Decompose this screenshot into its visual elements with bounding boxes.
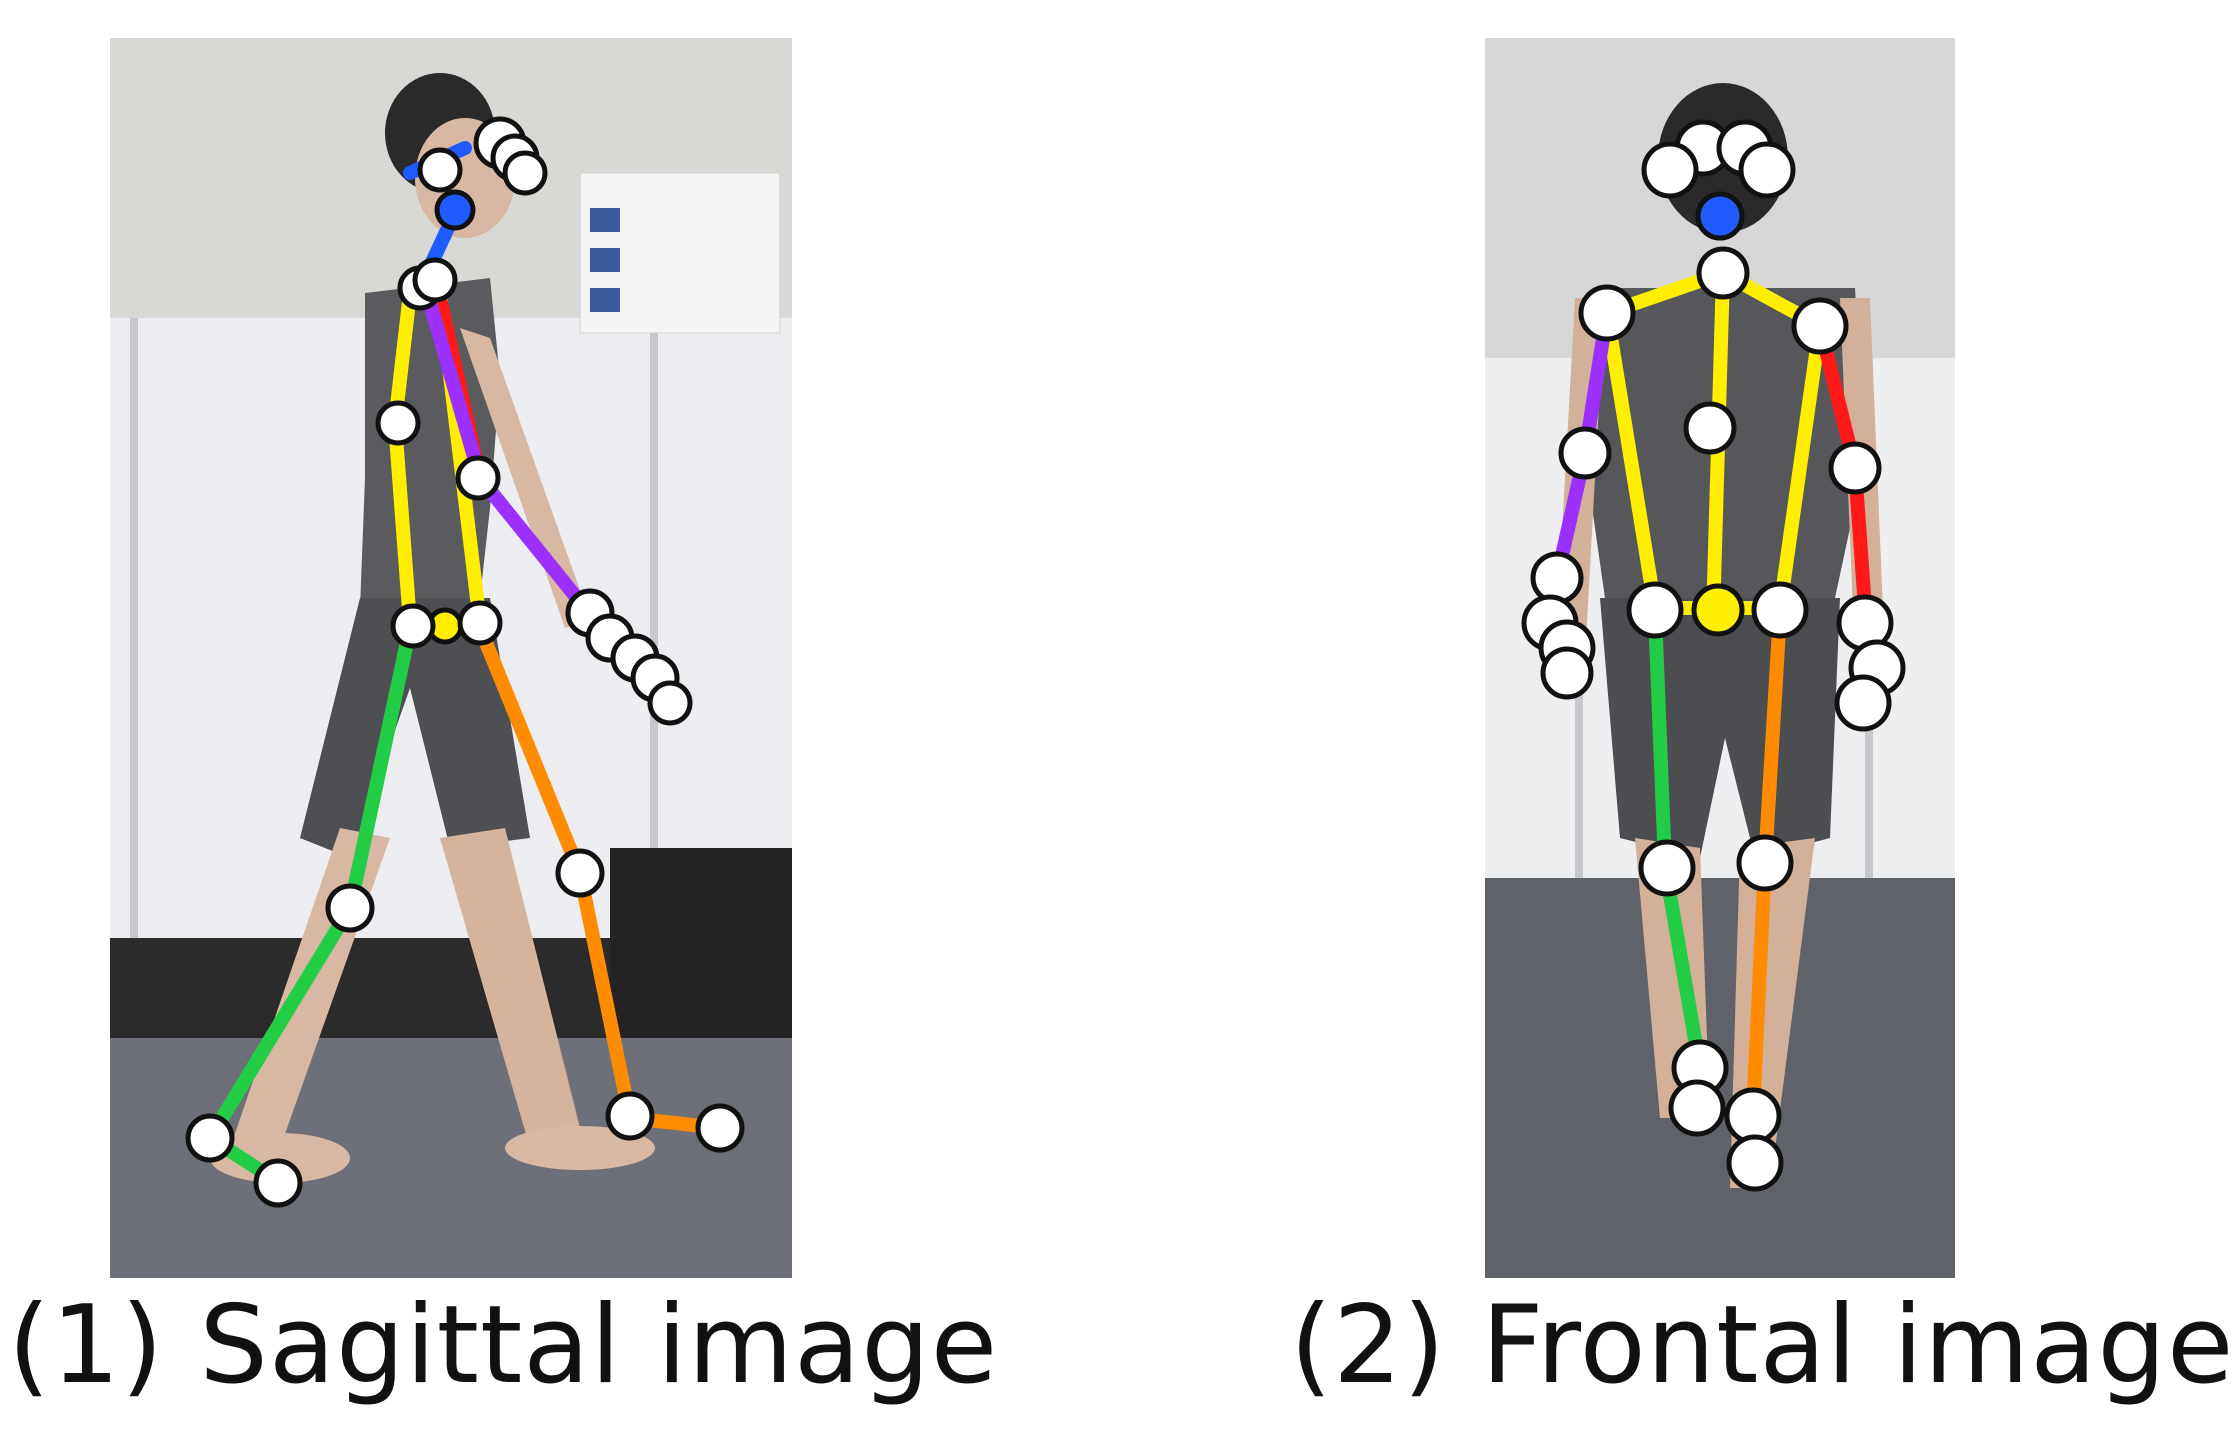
- knee-joint: [1736, 834, 1794, 892]
- eye-joint: [417, 147, 463, 193]
- hip-joint: [390, 603, 436, 649]
- shoulder-joint: [1578, 284, 1636, 342]
- shoulder-joint: [412, 257, 458, 303]
- ear-joint: [1738, 141, 1796, 199]
- pelvis-joint: [1691, 583, 1745, 637]
- poster-icon: [590, 208, 620, 232]
- frontal-image-panel: [1485, 38, 1955, 1278]
- equipment-stack: [610, 848, 792, 1048]
- shoulder-center-joint: [1696, 246, 1750, 300]
- foot-joint: [1668, 1079, 1726, 1137]
- hand-joint: [1834, 674, 1892, 732]
- wrist-joint: [1530, 551, 1584, 605]
- knee-joint: [325, 883, 375, 933]
- hip-joint: [1751, 581, 1809, 639]
- keypoint-joints: [1521, 119, 1906, 1192]
- toe-joint: [253, 1158, 303, 1208]
- elbow-joint: [1558, 426, 1612, 480]
- poster-icon: [590, 288, 620, 312]
- sagittal-image-panel: [110, 38, 792, 1278]
- sagittal-photo: [110, 38, 792, 1278]
- hip-joint: [457, 600, 503, 646]
- neck-joint: [434, 189, 476, 231]
- ankle-joint: [1724, 1087, 1782, 1145]
- ankle-joint: [185, 1113, 235, 1163]
- ankle-joint: [605, 1091, 655, 1141]
- hip-joint: [1626, 581, 1684, 639]
- partition-frame: [130, 318, 138, 968]
- ear-joint: [1641, 141, 1699, 199]
- hand-joint: [1540, 646, 1594, 700]
- spine-joint: [1683, 401, 1737, 455]
- poster-icon: [590, 248, 620, 272]
- ear-joint: [502, 150, 548, 196]
- elbow-joint: [455, 455, 501, 501]
- spine-joint: [375, 400, 421, 446]
- hand-joint: [647, 680, 693, 726]
- caption-sagittal: (1) Sagittal image: [8, 1283, 999, 1408]
- shoulder-joint: [1791, 297, 1849, 355]
- toe-joint: [695, 1103, 745, 1153]
- knee-joint: [1638, 839, 1696, 897]
- knee-joint: [555, 848, 605, 898]
- keypoint-joints: [185, 116, 745, 1208]
- frontal-photo: [1485, 38, 1955, 1278]
- foot-joint: [1726, 1134, 1784, 1192]
- elbow-joint: [1828, 441, 1882, 495]
- neck-joint: [1695, 191, 1745, 241]
- caption-frontal: (2) Frontal image: [1290, 1283, 2234, 1408]
